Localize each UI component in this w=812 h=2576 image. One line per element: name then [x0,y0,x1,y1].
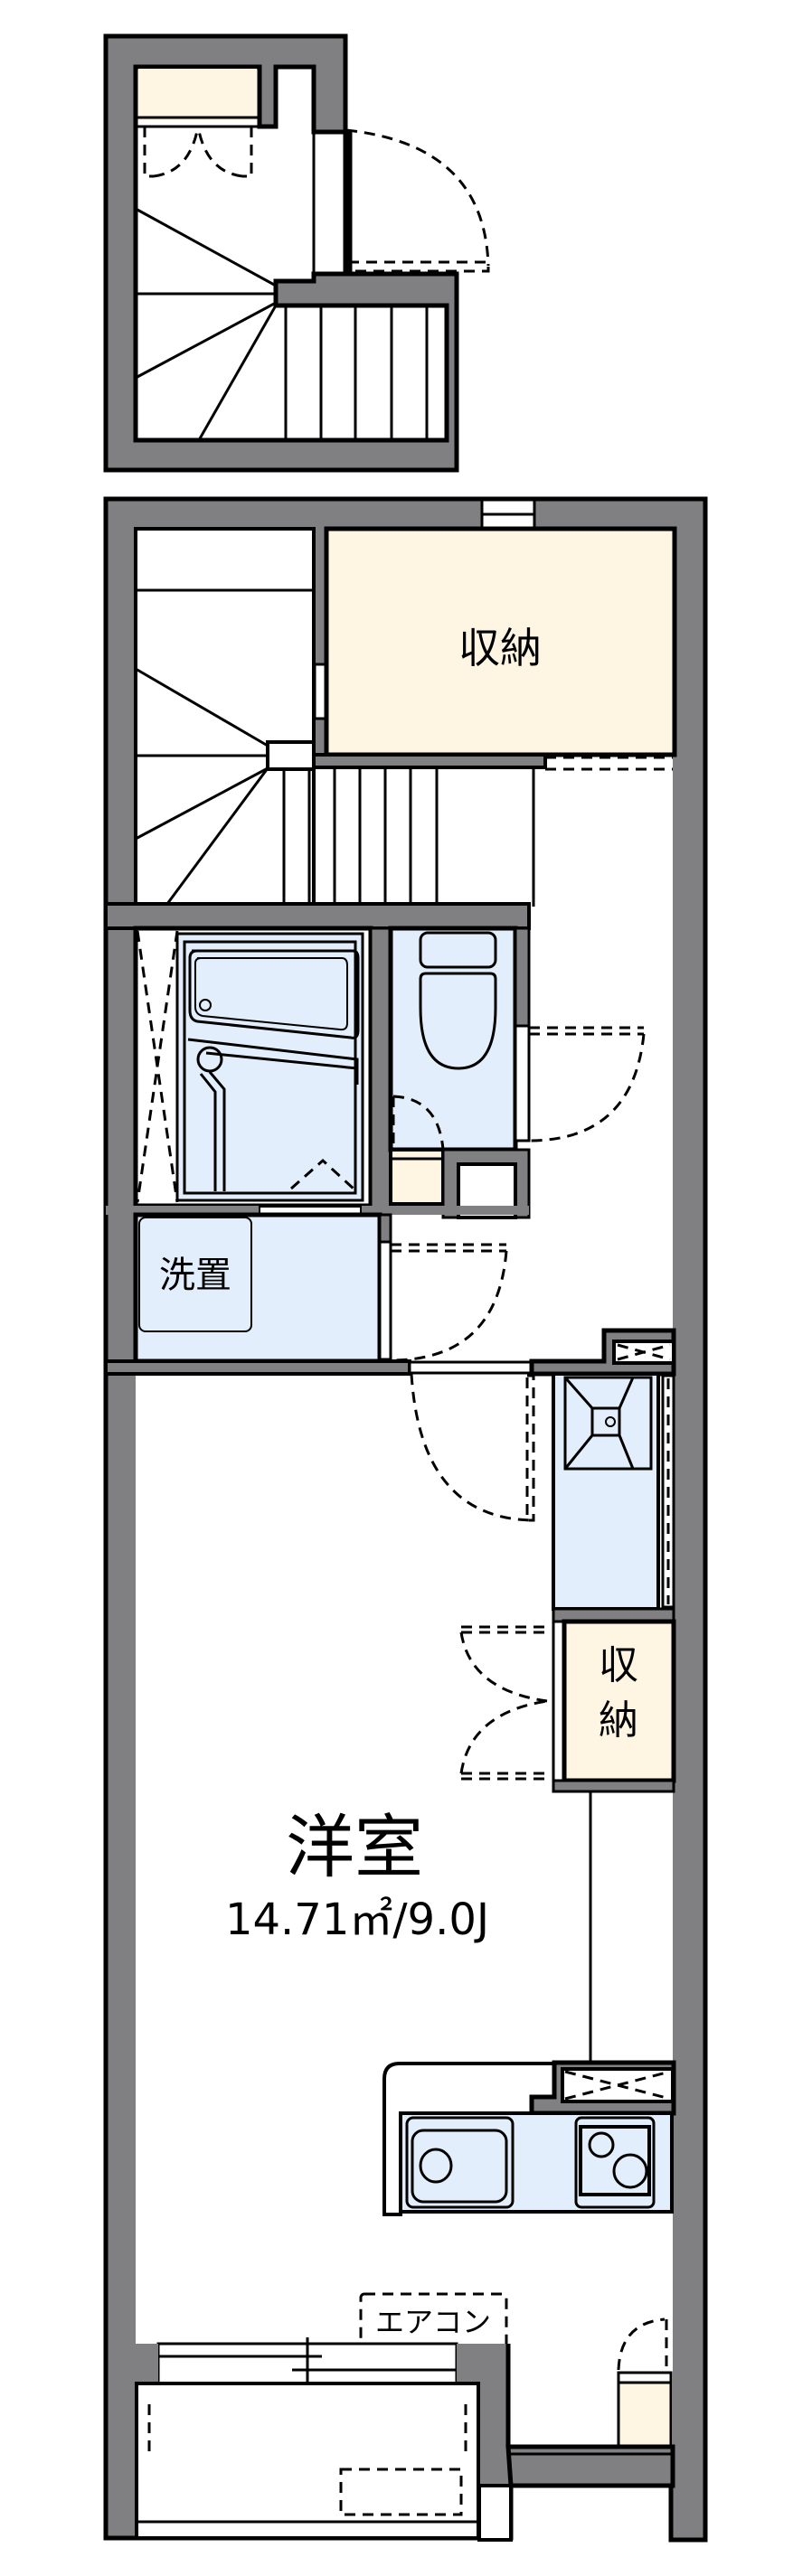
washroom-door[interactable] [390,1243,508,1362]
closet-label-1: 収 [599,1642,638,1688]
toilet-door[interactable] [528,1026,646,1142]
toilet-bowl [419,972,497,1070]
toilet-room [388,926,646,1219]
bath-door[interactable] [290,1158,356,1191]
washer-space [138,1217,252,1332]
loft-storage [138,69,257,120]
shoe-box [617,2317,673,2448]
storage-label: 収納 [458,624,542,672]
closet-label-2: 納 [599,1697,638,1744]
western-room-area: 14.71㎡/9.0J [225,1894,489,1945]
storage-door[interactable] [545,756,673,771]
room-door[interactable] [410,1373,535,1522]
bathroom [133,926,373,1208]
main-staircase[interactable] [134,527,535,907]
balcony-door-swing[interactable] [345,128,490,273]
closet: 収 納 [459,1619,676,1783]
entry-sink [552,1372,675,1611]
loft-staircase[interactable] [135,207,429,441]
main-floor: 収納 [103,496,708,2543]
loft-storage-door[interactable] [143,126,253,178]
kitchen-sink [405,2116,515,2209]
storage-room [324,526,677,757]
upper-floor [103,33,490,473]
air-conditioner-label: エアコン [375,2305,491,2339]
vent-upper [617,1343,671,1361]
closet-door[interactable] [459,1625,552,1781]
burner-1 [588,2131,615,2158]
kitchen [382,2060,676,2216]
outdoor-unit [339,2468,463,2516]
balcony [135,2382,480,2540]
washer-label: 洗置 [159,1255,231,1296]
toilet-inner-door[interactable] [392,1095,445,1151]
shoe-box-door[interactable] [617,2317,668,2371]
washroom: 洗置 [106,1206,529,1364]
western-room-label: 洋室 [286,1807,423,1887]
bath-window [136,930,179,1203]
stove [574,2116,656,2209]
burner-2 [612,2153,648,2189]
toilet-tank [419,931,497,969]
